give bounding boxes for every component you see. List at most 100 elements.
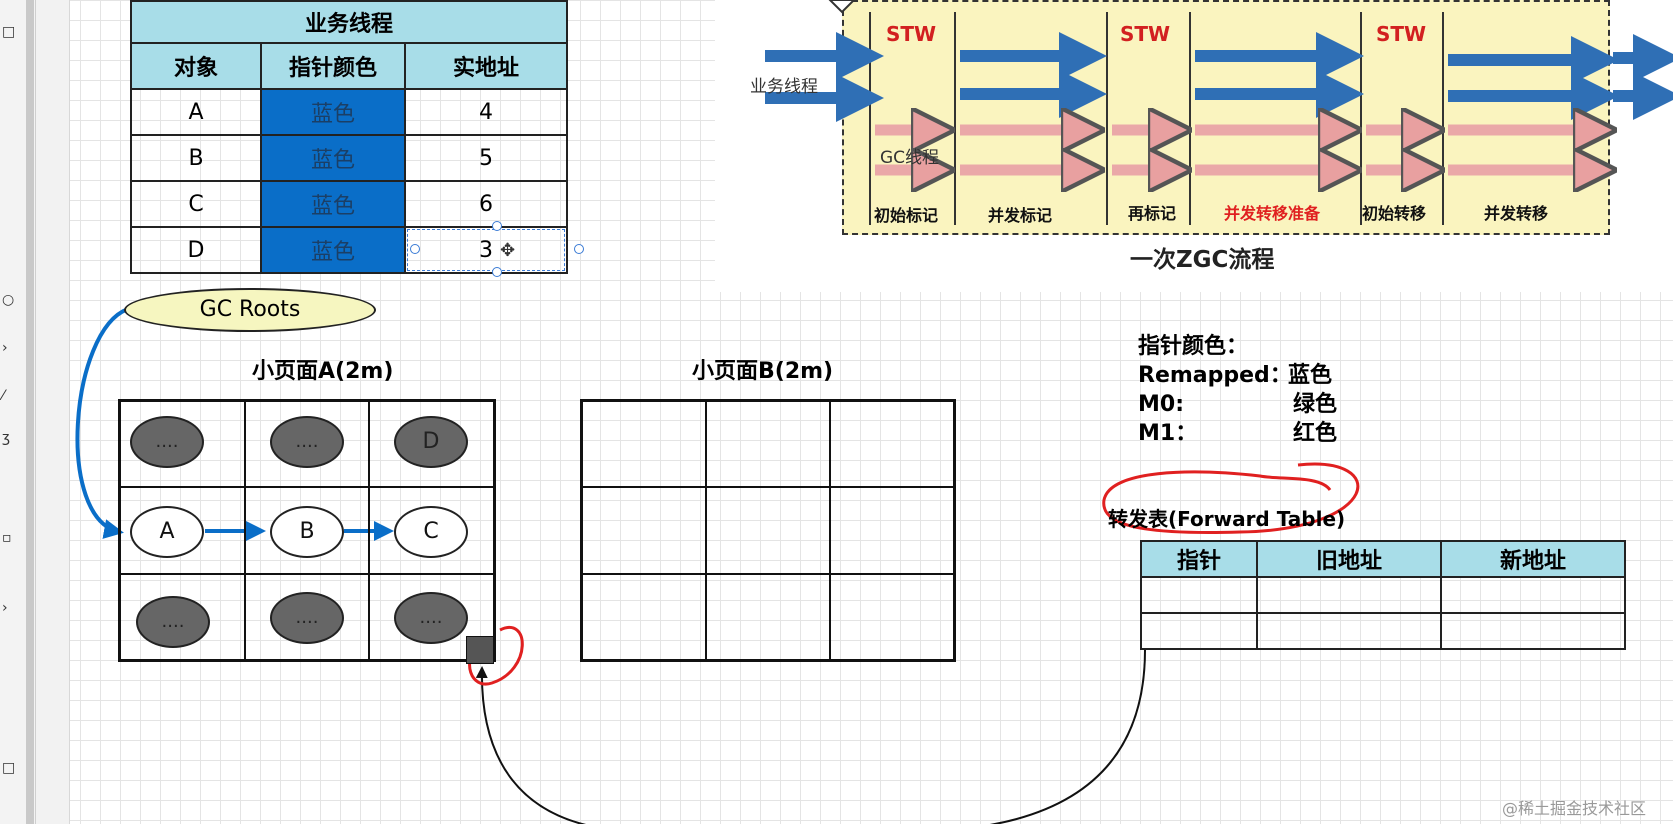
circle-tool-icon[interactable]: ○ xyxy=(2,292,15,308)
legend-color: 蓝色 xyxy=(1288,363,1333,388)
curve-tool-icon[interactable]: ʒ xyxy=(2,430,11,446)
gc-roots-node[interactable]: GC Roots xyxy=(124,288,376,332)
table-row xyxy=(1140,576,1626,614)
cell-address[interactable]: 4 xyxy=(404,88,568,136)
left-toolbar: □ ○ › ⁄ ʒ ▫ › □ xyxy=(0,0,36,824)
page-cell xyxy=(120,573,245,660)
table-row: B 蓝色 5 xyxy=(130,134,568,182)
business-thread-table[interactable]: 业务线程 对象 指针颜色 实地址 A 蓝色 4 B 蓝色 5 C 蓝色 6 D … xyxy=(130,0,568,274)
stw-label: STW xyxy=(886,22,937,46)
cell-address[interactable]: 6 xyxy=(404,180,568,228)
legend-color: 红色 xyxy=(1293,421,1338,446)
object-node[interactable]: .... xyxy=(394,592,468,644)
object-node[interactable]: .... xyxy=(130,416,204,468)
page-tail-block[interactable] xyxy=(466,636,494,664)
stw-label: STW xyxy=(1120,22,1171,46)
object-node[interactable]: .... xyxy=(270,592,344,644)
page-tool-icon[interactable]: □ xyxy=(2,760,16,776)
cell[interactable] xyxy=(1140,576,1258,614)
phase-label: 并发转移 xyxy=(1484,204,1549,223)
line-tool-icon[interactable]: ⁄ xyxy=(2,388,5,404)
page-cell xyxy=(830,487,954,574)
header-pointer-color: 指针颜色 xyxy=(260,42,406,90)
object-node[interactable]: .... xyxy=(136,596,210,648)
legend-name: M1： xyxy=(1138,421,1198,446)
page-cell xyxy=(706,573,830,660)
page-b-label: 小页面B(2m) xyxy=(692,359,834,384)
phase-label: 初始标记 xyxy=(874,206,939,225)
cell-color[interactable]: 蓝色 xyxy=(260,226,406,274)
object-node-b[interactable]: B xyxy=(270,506,344,558)
cell-color[interactable]: 蓝色 xyxy=(260,88,406,136)
page-cell xyxy=(369,401,494,488)
header-real-address: 实地址 xyxy=(404,42,568,90)
cell[interactable] xyxy=(1140,612,1258,650)
table-row xyxy=(1140,612,1626,650)
connector-tool-icon[interactable]: › xyxy=(2,600,8,616)
page-cell xyxy=(244,573,370,660)
selection-handle[interactable] xyxy=(574,244,584,254)
cell[interactable] xyxy=(1440,612,1626,650)
gc-thread-label: GC线程 xyxy=(880,148,940,168)
object-node[interactable]: .... xyxy=(270,416,344,468)
cell-color[interactable]: 蓝色 xyxy=(260,180,406,228)
legend-name: Remapped： xyxy=(1138,363,1292,388)
page-cell xyxy=(369,487,494,574)
legend-row: M1： 红色 xyxy=(1138,419,1337,448)
shape-tool-icon[interactable]: ▫ xyxy=(2,530,12,546)
rectangle-tool-icon[interactable]: □ xyxy=(2,24,16,40)
cell-color[interactable]: 蓝色 xyxy=(260,134,406,182)
legend-row: M0: 绿色 xyxy=(1138,390,1337,419)
table-row: D 蓝色 3 xyxy=(130,226,568,274)
business-thread-label: 业务线程 xyxy=(750,77,818,97)
cell[interactable] xyxy=(1440,576,1626,614)
forward-table[interactable]: 指针 旧地址 新地址 xyxy=(1140,540,1626,650)
zgc-flow-title: 一次ZGC流程 xyxy=(1130,247,1275,273)
cell-address[interactable]: 5 xyxy=(404,134,568,182)
zgc-flow-box xyxy=(842,0,1610,235)
forward-table-label: 转发表(Forward Table) xyxy=(1108,507,1346,531)
object-node-c[interactable]: C xyxy=(394,506,468,558)
header-old-address: 旧地址 xyxy=(1256,540,1442,578)
cell-address-selected[interactable]: 3 xyxy=(404,226,568,274)
page-cell xyxy=(830,573,954,660)
arrow-tool-icon[interactable]: › xyxy=(2,340,8,356)
page-b-grid[interactable] xyxy=(580,399,956,662)
selection-handle[interactable] xyxy=(492,221,502,231)
sidebar-scrollbar[interactable] xyxy=(26,0,34,824)
phase-label: 再标记 xyxy=(1128,204,1177,223)
selection-handle[interactable] xyxy=(410,244,420,254)
legend-color: 绿色 xyxy=(1293,392,1338,417)
table-row: A 蓝色 4 xyxy=(130,88,568,136)
page-cell xyxy=(120,401,245,488)
legend-name: M0: xyxy=(1138,392,1184,417)
page-cell xyxy=(706,487,830,574)
cell-object[interactable]: C xyxy=(130,180,262,228)
pointer-color-legend: 指针颜色： Remapped：蓝色 M0: 绿色 M1： 红色 xyxy=(1138,332,1337,448)
selection-handle[interactable] xyxy=(492,267,502,277)
phase-label: 并发转移准备 xyxy=(1224,204,1321,223)
page-cell xyxy=(244,401,370,488)
cell[interactable] xyxy=(1256,576,1442,614)
stw-label: STW xyxy=(1376,22,1427,46)
header-new-address: 新地址 xyxy=(1440,540,1626,578)
page-cell xyxy=(582,573,706,660)
page-a-grid[interactable] xyxy=(118,399,496,662)
object-node-a[interactable]: A xyxy=(130,506,204,558)
legend-title: 指针颜色： xyxy=(1138,334,1249,359)
cell-object[interactable]: D xyxy=(130,226,262,274)
header-object: 对象 xyxy=(130,42,262,90)
vertical-ruler xyxy=(36,0,70,824)
watermark: @稀土掘金技术社区 xyxy=(1502,799,1647,818)
cell[interactable] xyxy=(1256,612,1442,650)
phase-label: 初始转移 xyxy=(1362,204,1427,223)
cell-object[interactable]: A xyxy=(130,88,262,136)
phase-label: 并发标记 xyxy=(988,206,1053,225)
move-cursor-icon: ✥ xyxy=(500,240,516,261)
page-cell xyxy=(244,487,370,574)
cell-object[interactable]: B xyxy=(130,134,262,182)
object-node-d[interactable]: D xyxy=(394,416,468,468)
header-pointer: 指针 xyxy=(1140,540,1258,578)
page-a-label: 小页面A(2m) xyxy=(252,359,394,384)
page-cell xyxy=(830,401,954,488)
